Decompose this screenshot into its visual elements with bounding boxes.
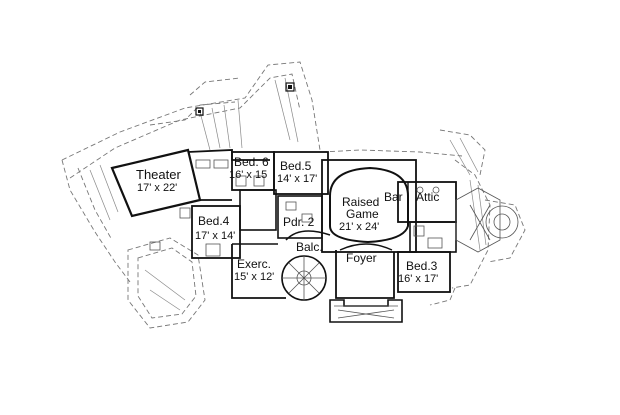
- room-balc-name: Balc.: [296, 240, 323, 254]
- room-bar-name: Bar: [384, 190, 403, 204]
- room-labels: Theater 17' x 22' Bed. 6 16' x 15 Bed.5 …: [136, 155, 439, 285]
- room-foyer-name: Foyer: [346, 251, 377, 265]
- right-bay: [455, 187, 519, 253]
- room-raised-game-name: Raised: [342, 195, 379, 209]
- room-attic-name: Attic: [416, 190, 439, 204]
- room-exerc-name: Exerc.: [237, 257, 271, 271]
- room-bed4-name: Bed.4: [198, 214, 230, 228]
- room-exerc-size: 15' x 12': [234, 271, 274, 283]
- room-bed6-size: 16' x 15: [229, 169, 267, 181]
- room-pdr2-name: Pdr. 2: [283, 215, 315, 229]
- room-bed5-size: 14' x 17': [277, 173, 317, 185]
- column-posts: [195, 82, 295, 116]
- room-raised-game-name2: Game: [346, 207, 379, 221]
- room-bed3-size: 16' x 17': [398, 273, 438, 285]
- fixtures: [149, 159, 443, 257]
- room-bed3-name: Bed.3: [406, 259, 438, 273]
- roof-hatching: [89, 77, 487, 311]
- room-theater-name: Theater: [136, 167, 181, 182]
- room-bed5-name: Bed.5: [280, 159, 312, 173]
- roof-outline-dashed: [61, 61, 526, 329]
- room-bed4-size: 17' x 14': [195, 230, 235, 242]
- room-theater-size: 17' x 22': [137, 182, 177, 194]
- room-bed6-name: Bed. 6: [234, 155, 269, 169]
- walls: [110, 148, 457, 323]
- room-raised-game-size: 21' x 24': [339, 221, 379, 233]
